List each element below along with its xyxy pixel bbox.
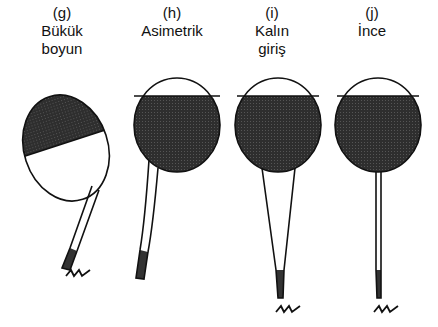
- panel-caption: İnce: [342, 22, 402, 40]
- flask-i: [233, 78, 328, 312]
- flask-j: [333, 78, 428, 312]
- panel-letter: (g): [42, 4, 82, 22]
- panel-letter: (i): [252, 4, 292, 22]
- panel-letter: (j): [352, 4, 392, 22]
- panel-letter: (h): [152, 4, 192, 22]
- panel-caption: Kalın giriş: [245, 22, 300, 58]
- panel-caption: Bükük boyun: [31, 22, 93, 58]
- flask-h: [130, 78, 225, 279]
- flask-g: [0, 75, 130, 214]
- panel-caption: Asimetrik: [127, 22, 217, 40]
